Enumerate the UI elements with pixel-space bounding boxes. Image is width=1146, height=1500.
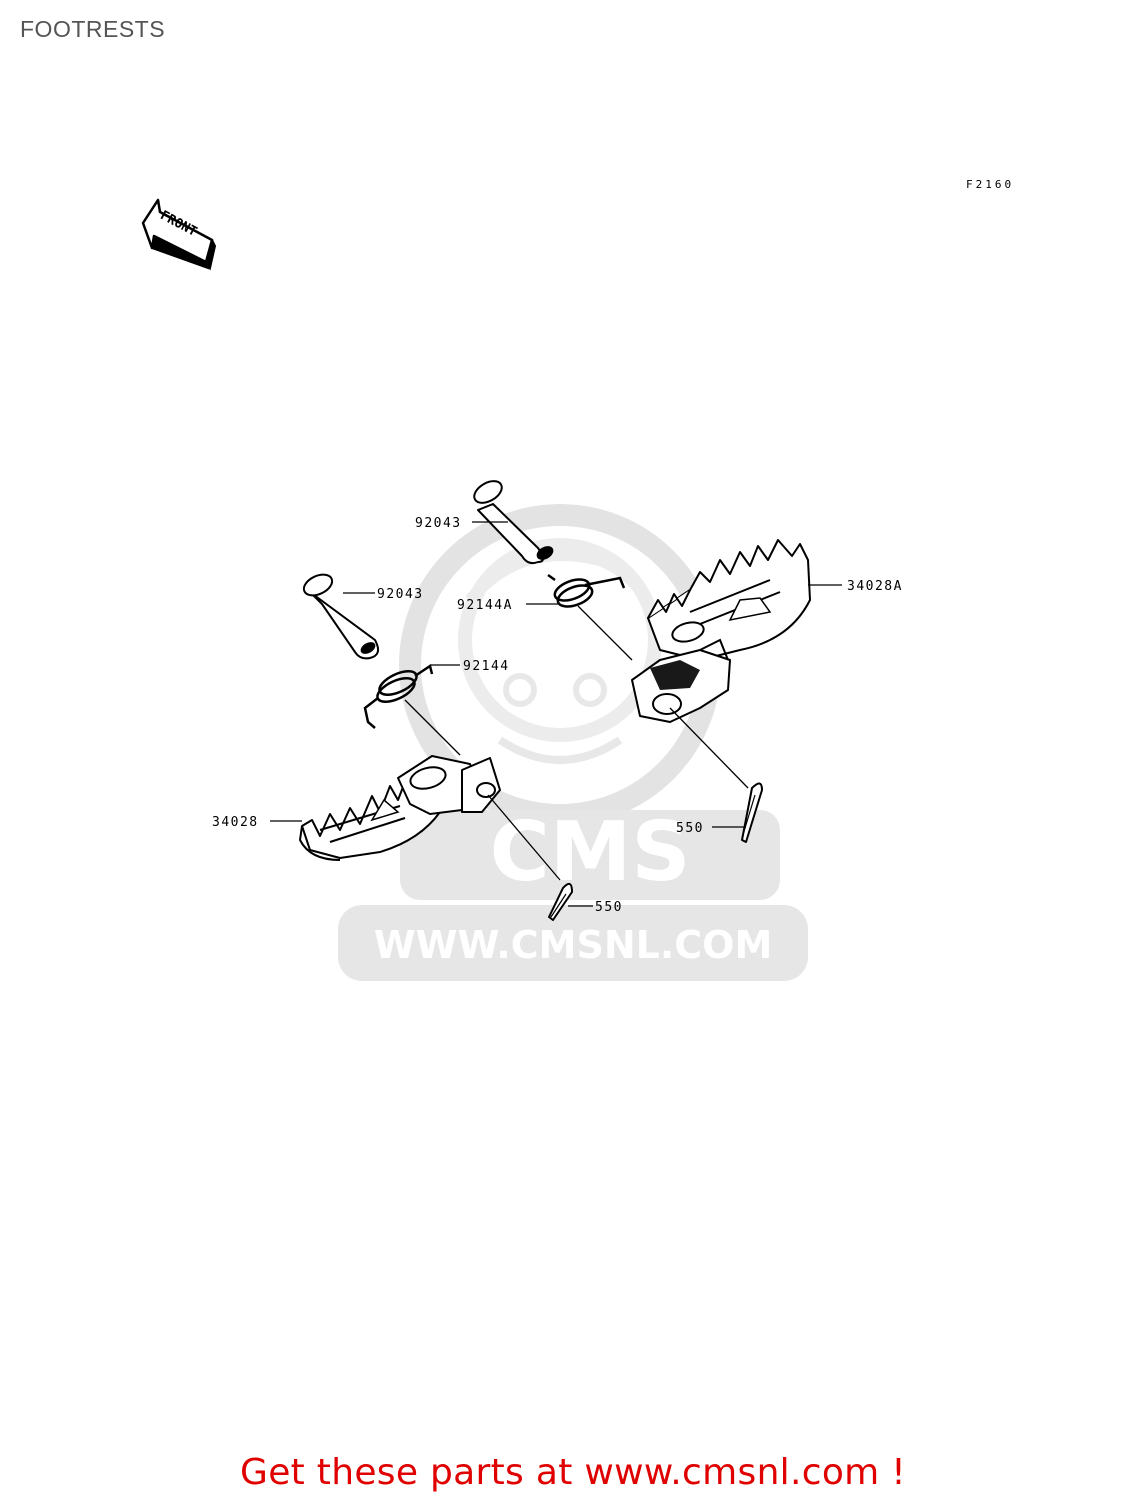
front-arrow-icon: FRONT xyxy=(141,198,217,271)
spring-upper xyxy=(547,573,626,608)
watermark-brand: CMS xyxy=(490,805,691,900)
footrest-right xyxy=(631,539,811,723)
pin-lower xyxy=(302,573,380,660)
part-label-550-right: 550 xyxy=(676,821,704,836)
part-label-34028A: 34028A xyxy=(847,579,903,594)
page-title: FOOTRESTS xyxy=(20,16,166,42)
part-label-550-left: 550 xyxy=(595,900,623,915)
part-label-92043-lower: 92043 xyxy=(377,587,424,602)
pin-upper xyxy=(473,480,554,565)
cotter-pin-right xyxy=(741,782,763,843)
footer-cta-link[interactable]: Get these parts at www.cmsnl.com ! xyxy=(240,1452,906,1493)
cotter-pin-left xyxy=(548,882,573,921)
watermark-url: WWW.CMSNL.COM xyxy=(374,923,773,967)
figure-code: F2160 xyxy=(966,178,1015,191)
part-label-34028: 34028 xyxy=(212,815,259,830)
spring-lower xyxy=(363,663,434,729)
part-label-92043-upper: 92043 xyxy=(415,516,462,531)
part-label-92144: 92144 xyxy=(463,659,510,674)
part-label-92144A: 92144A xyxy=(457,598,513,613)
